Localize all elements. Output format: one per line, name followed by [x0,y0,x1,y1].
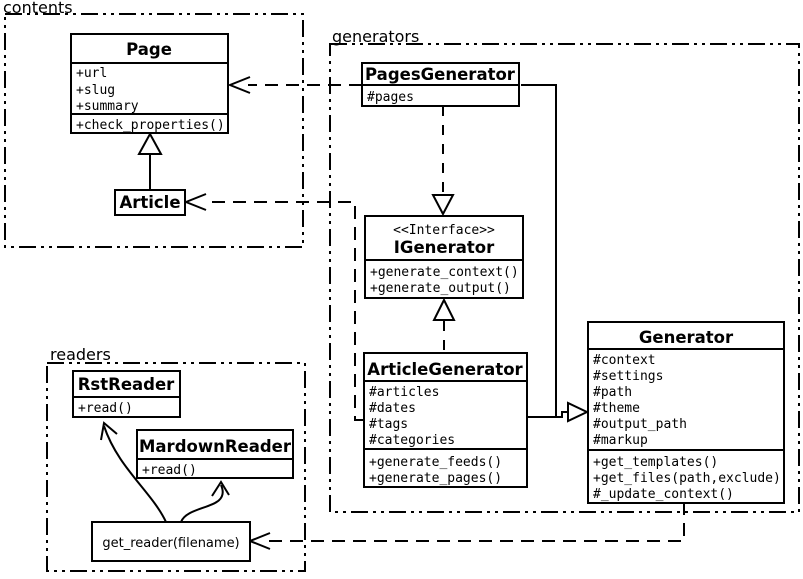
class-rstreader: RstReader +read() [72,370,181,418]
class-mardownreader-box [136,429,294,479]
arrow-getreader-to-rstreader [100,421,167,523]
class-pagesgenerator: PagesGenerator #pages [361,62,520,107]
package-generators-label: generators [332,27,419,46]
class-page: Page +url +slug +summary +check_properti… [70,33,229,134]
hollow-triangle-icon [431,194,455,217]
class-generator-attr: #settings [593,369,663,384]
class-mardownreader-method: +read() [142,463,197,478]
node-getreader-label: get_reader(filename) [102,536,239,551]
open-arrowhead-icon [211,480,230,497]
package-readers-border [46,362,306,572]
class-igenerator-box [364,215,524,299]
curved-line [103,425,167,523]
class-articlegenerator-attr: #tags [369,417,408,432]
class-rstreader-method: +read() [78,401,133,416]
package-contents-label: contents [3,0,73,17]
class-page-box [70,33,229,134]
class-generator-method: +get_files(path,exclude) [593,471,781,486]
open-arrowhead-icon [227,76,251,94]
node-getreader: get_reader(filename) [91,521,251,562]
class-page-attr: +slug [76,83,115,98]
class-articlegenerator-attr: #categories [369,433,455,448]
class-generator: Generator #context #settings #path #them… [587,321,785,504]
class-articlegenerator-title: ArticleGenerator [367,360,523,379]
dependency-line [268,502,685,542]
package-readers-label: readers [50,345,111,364]
node-getreader-box [91,521,251,562]
class-article: Article [114,189,186,216]
package-generators: generators [329,27,800,513]
dependency-pagesgenerator-to-page [227,76,362,94]
package-generators-border [329,43,800,513]
class-generator-title: Generator [639,328,734,347]
class-articlegenerator-box [363,352,528,488]
class-generator-box [587,321,785,504]
class-rstreader-box [72,370,181,418]
inheritance-generators-to-generator [521,84,590,423]
open-arrowhead-icon [183,193,207,211]
class-generator-attr: #theme [593,401,640,416]
dependency-articlegenerator-to-article [183,193,364,421]
class-page-attr: +summary [76,99,139,114]
arrow-getreader-to-mardownreader [180,480,230,523]
class-article-title: Article [119,193,180,212]
class-generator-attr: #output_path [593,417,687,432]
realization-pagesgenerator-to-igenerator [431,106,455,217]
class-page-attr: +url [76,66,107,81]
package-contents: contents [3,0,304,248]
hollow-triangle-icon [137,131,163,155]
class-mardownreader: MardownReader +read() [136,429,294,479]
inheritance-line-pagesgenerator [521,84,557,417]
class-articlegenerator-method: +generate_pages() [369,471,502,486]
class-generator-attr: #path [593,385,632,400]
class-pagesgenerator-title: PagesGenerator [365,65,516,84]
dependency-generator-to-getreader [247,502,685,550]
class-generator-method: #_update_context() [593,487,734,502]
class-page-title: Page [126,40,172,59]
class-pagesgenerator-attr: #pages [367,90,414,105]
class-igenerator-stereotype: <<Interface>> [393,223,495,238]
dependency-line [206,201,364,421]
class-igenerator-title: IGenerator [394,238,495,257]
inheritance-article-to-page [137,131,163,190]
package-readers: readers [46,345,306,572]
class-articlegenerator-attr: #articles [369,385,439,400]
class-generator-attr: #context [593,353,656,368]
inheritance-line-articlegenerator [527,411,568,418]
class-articlegenerator: ArticleGenerator #articles #dates #tags … [363,352,528,488]
class-igenerator: <<Interface>> IGenerator +generate_conte… [364,215,524,299]
class-rstreader-title: RstReader [78,375,175,394]
class-mardownreader-title: MardownReader [139,437,292,456]
curved-line [180,484,224,523]
class-generator-method: +get_templates() [593,455,718,470]
class-articlegenerator-attr: #dates [369,401,416,416]
realization-articlegenerator-to-igenerator [432,297,456,352]
hollow-triangle-icon [567,401,590,423]
class-articlegenerator-method: +generate_feeds() [369,455,502,470]
class-igenerator-method: +generate_context() [370,265,519,280]
open-arrowhead-icon [247,532,271,550]
class-generator-attr: #markup [593,433,648,448]
class-article-box [114,189,186,216]
class-igenerator-method: +generate_output() [370,281,511,296]
hollow-triangle-icon [432,297,456,321]
open-arrowhead-icon [100,421,118,441]
class-page-method: +check_properties() [76,118,225,133]
